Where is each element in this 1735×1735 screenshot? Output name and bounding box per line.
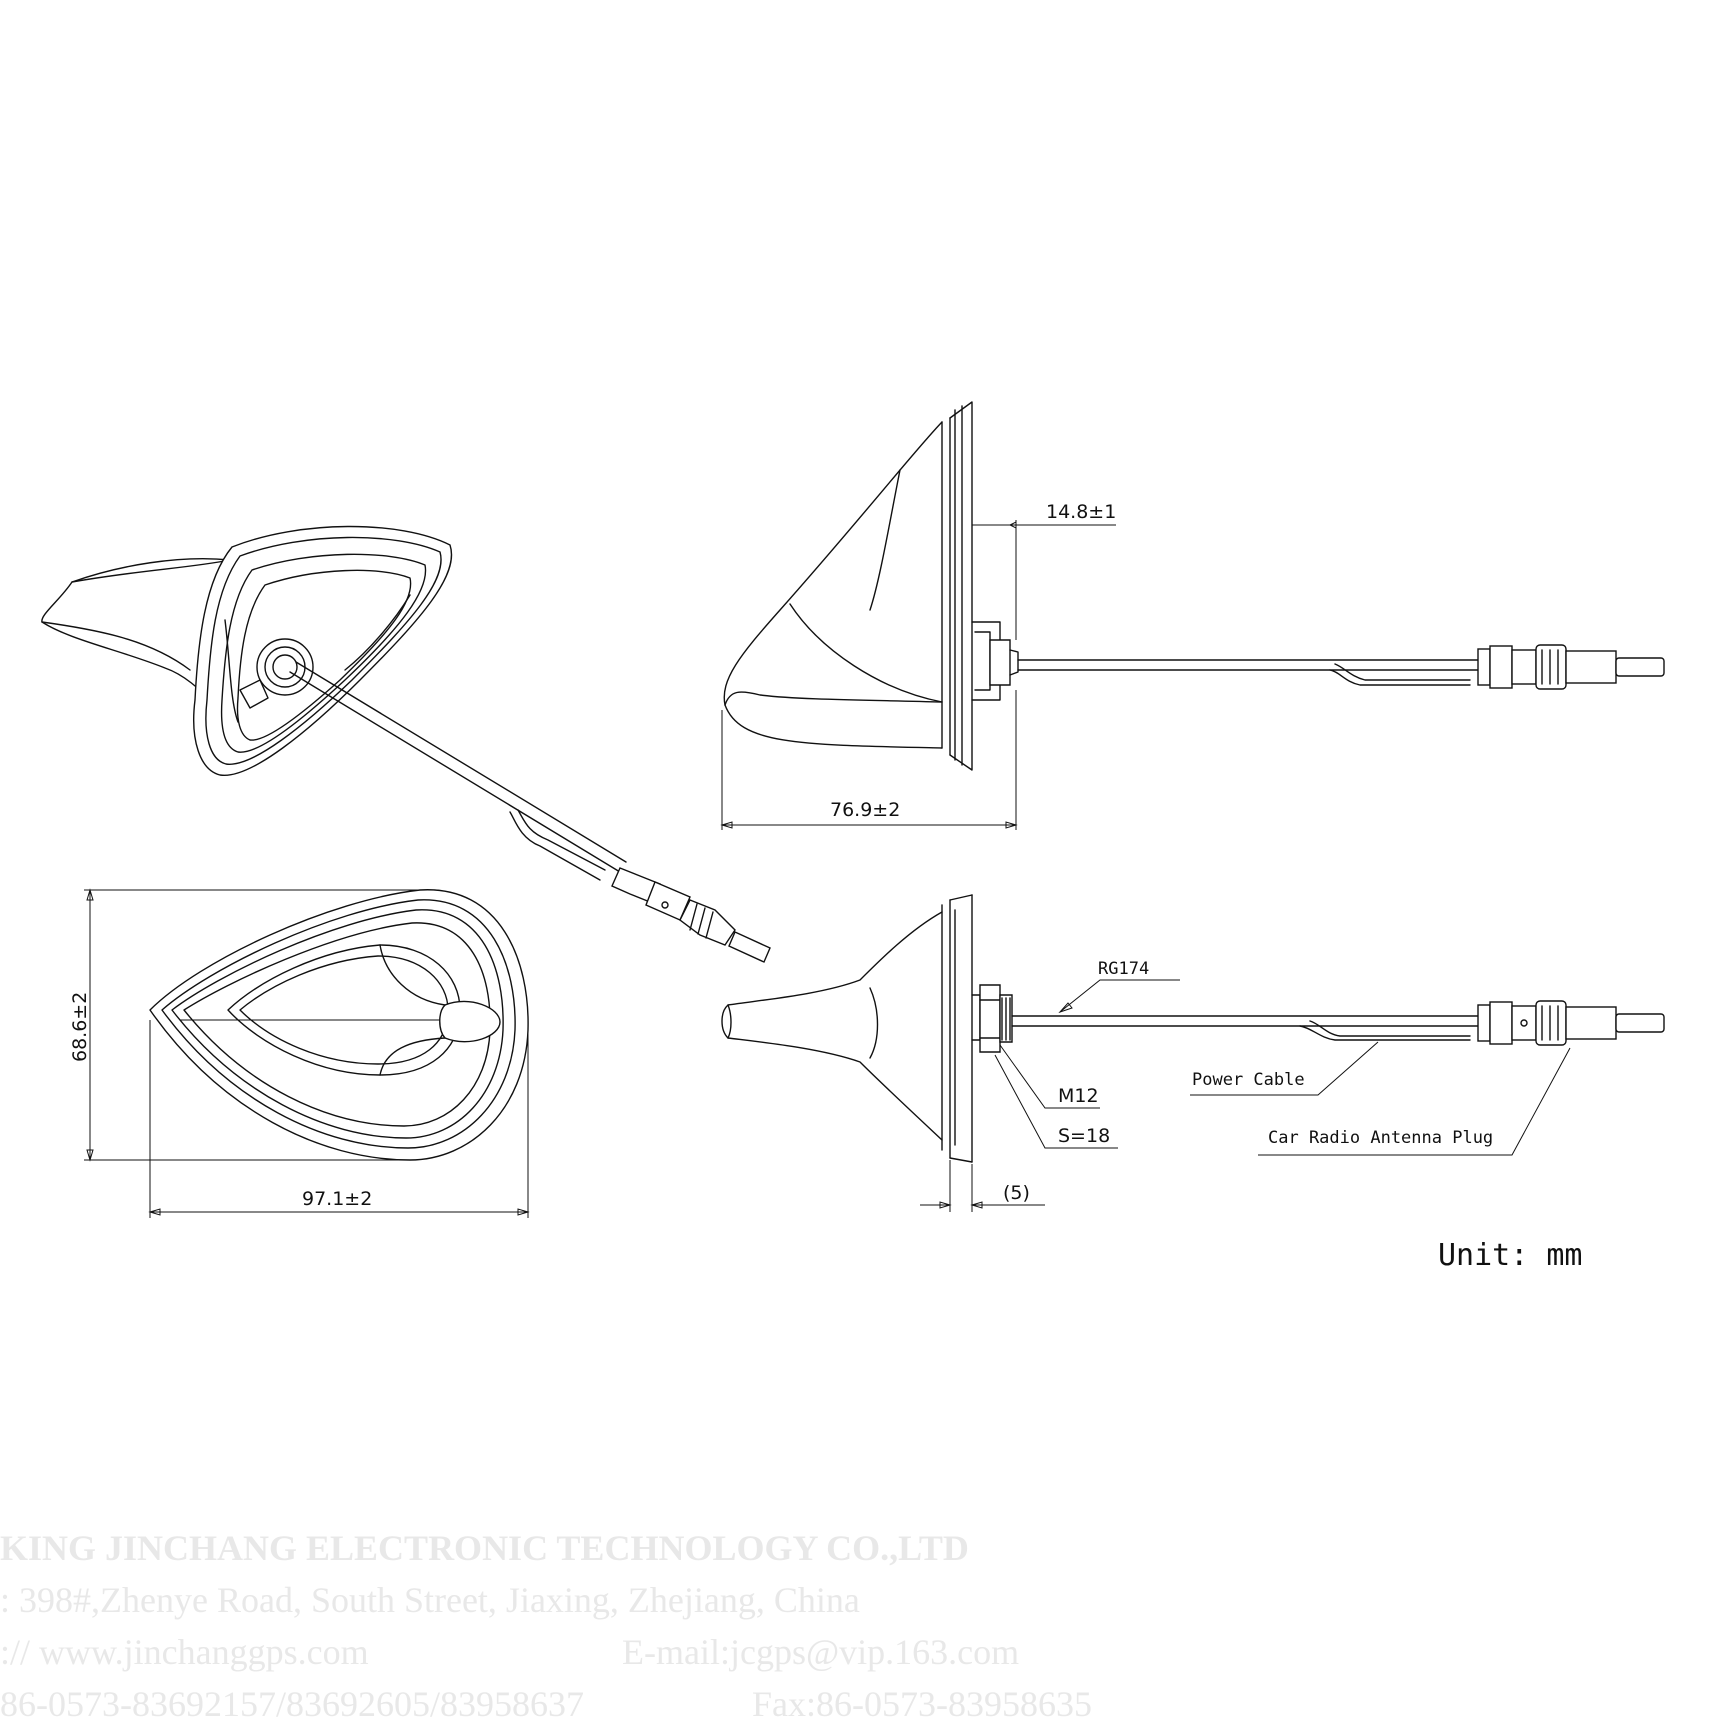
unit-note: Unit: mm — [1438, 1238, 1583, 1273]
front-body — [721, 911, 943, 1141]
label-nut: S=18 — [1058, 1125, 1110, 1147]
watermark-web: :// www.jinchanggps.com — [0, 1632, 369, 1672]
side-plug-top — [1477, 644, 1665, 690]
iso-plug — [611, 867, 771, 963]
side-view-top: 14.8±1 76.9±2 — [720, 401, 1665, 830]
dim-top-height: 68.6±2 — [69, 992, 91, 1062]
iso-cable — [289, 671, 621, 873]
label-cable: RG174 — [1098, 959, 1149, 979]
label-thread: M12 — [1058, 1085, 1099, 1107]
side-plug-bottom — [1477, 1000, 1665, 1046]
top-outer — [149, 889, 529, 1161]
isometric-view — [41, 525, 771, 963]
dim-panel-thickness: (5) — [1003, 1182, 1030, 1204]
watermark-address: : 398#,Zhenye Road, South Street, Jiaxin… — [0, 1580, 860, 1620]
label-power-cable: Power Cable — [1192, 1070, 1305, 1090]
dim-side-offset: 14.8±1 — [1046, 501, 1116, 523]
label-plug: Car Radio Antenna Plug — [1268, 1128, 1493, 1148]
side-view-bottom: RG174 Power Cable Car Radio Antenna Plug… — [721, 894, 1665, 1212]
watermark-tel: 86-0573-83692157/83692605/83958637 — [0, 1684, 584, 1724]
side-body — [723, 421, 943, 749]
iso-fin — [41, 558, 231, 701]
dim-top-width: 97.1±2 — [302, 1188, 372, 1210]
watermark-email: E-mail:jcgps@vip.163.com — [622, 1632, 1019, 1672]
watermark: KING JINCHANG ELECTRONIC TECHNOLOGY CO.,… — [0, 1528, 1092, 1724]
dim-side-length: 76.9±2 — [830, 799, 900, 821]
watermark-company: KING JINCHANG ELECTRONIC TECHNOLOGY CO.,… — [0, 1528, 969, 1568]
watermark-fax: Fax:86-0573-83958635 — [752, 1684, 1092, 1724]
iso-base-outer — [193, 525, 453, 776]
top-view: 68.6±2 97.1±2 — [69, 888, 530, 1218]
